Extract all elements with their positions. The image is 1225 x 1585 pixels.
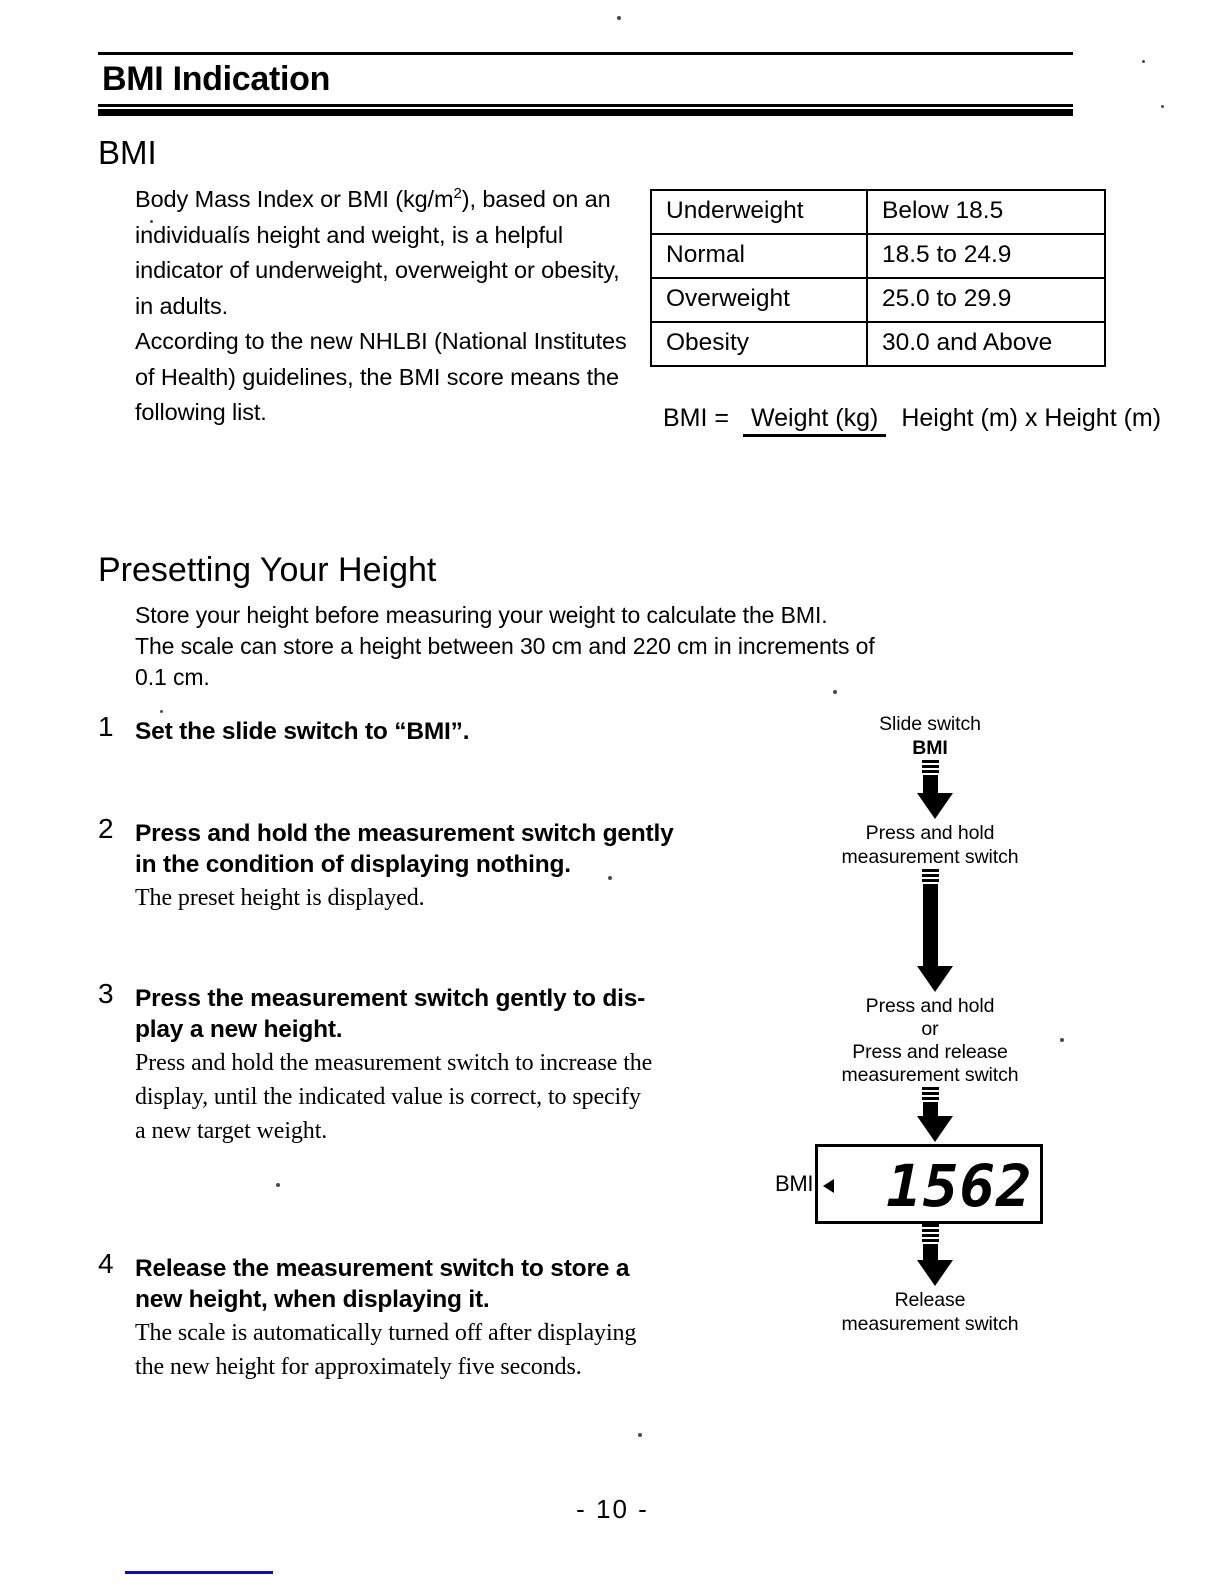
bmi-paragraph-1-rest: ), based on an individualís height and w… <box>135 186 620 319</box>
scan-speckle <box>160 710 163 713</box>
diagram-label-press-hold-or-3: Press and release <box>852 1041 1008 1063</box>
header-rule-middle <box>98 104 1073 107</box>
scan-speckle <box>617 16 621 20</box>
step-note-line: The preset height is displayed. <box>135 885 425 911</box>
step-number: 4 <box>98 1248 114 1279</box>
section-heading-presetting: Presetting Your Height <box>98 551 437 589</box>
diagram-label-press-hold-or-1: Press and hold <box>865 995 995 1017</box>
presetting-intro-line-2: The scale can store a height between 30 … <box>135 633 875 659</box>
step-bold-line: in the condition of displaying nothing. <box>135 851 571 878</box>
diagram-label-press-hold-2: measurement switch <box>841 846 1019 868</box>
step-body: Press and hold the measurement switch ge… <box>98 818 778 914</box>
down-arrow-icon <box>775 869 1085 992</box>
section-heading-bmi: BMI <box>98 134 157 171</box>
presetting-intro: Store your height before measuring your … <box>135 600 1065 693</box>
diagram-label-bmi: BMI <box>912 737 948 759</box>
presetting-intro-line-3: 0.1 cm. <box>135 664 210 690</box>
step-body: Press the measurement switch gently to d… <box>98 983 778 1147</box>
formula-fraction: Weight (kg) Height (m) x Height (m) <box>743 404 1169 437</box>
scan-artifact-blue-line <box>125 1571 273 1574</box>
scan-speckle <box>833 690 837 694</box>
diagram-label-release-2: measurement switch <box>841 1313 1019 1335</box>
lcd-bmi-indicator-label: BMI <box>775 1171 814 1196</box>
step-number: 1 <box>98 711 114 742</box>
bmi-paragraph-2: According to the new NHLBI (National Ins… <box>135 328 627 425</box>
bmi-superscript-2: 2 <box>453 185 462 203</box>
step-note-line: Press and hold the measurement switch to… <box>135 1050 653 1076</box>
bmi-paragraph-1: Body Mass Index or BMI (kg/m2), based on… <box>135 182 635 324</box>
bmi-range-cell: 18.5 to 24.9 <box>866 232 1106 279</box>
step-bold-line: Release the measurement switch to store … <box>135 1255 630 1282</box>
down-arrow-icon <box>775 760 1085 819</box>
bmi-formula: BMI = Weight (kg) Height (m) x Height (m… <box>663 404 1169 437</box>
step-bold-line: new height, when displaying it. <box>135 1286 490 1313</box>
scan-speckle <box>638 1433 642 1437</box>
header-rule-top <box>98 52 1073 55</box>
down-arrow-icon <box>775 1087 1085 1142</box>
bmi-category-cell: Obesity <box>650 320 868 367</box>
bmi-range-cell: 30.0 and Above <box>866 320 1106 367</box>
scan-speckle <box>1142 60 1145 63</box>
step-item: 2 Press and hold the measurement switch … <box>98 813 778 914</box>
lcd-bmi-pointer-icon <box>823 1179 835 1193</box>
scan-speckle <box>150 220 153 223</box>
step-note-line: a new target weight. <box>135 1118 328 1144</box>
formula-denominator: Height (m) x Height (m) <box>901 404 1162 432</box>
step-item: 3 Press the measurement switch gently to… <box>98 978 778 1147</box>
diagram-label-slide-switch: Slide switch <box>879 713 981 735</box>
scan-speckle <box>1161 105 1164 108</box>
bmi-paragraph-1-start: Body Mass Index or BMI (kg/m <box>135 186 454 212</box>
down-arrow-icon <box>775 1224 1085 1286</box>
step-bold-line: Press the measurement switch gently to d… <box>135 985 646 1012</box>
scan-speckle <box>276 1183 280 1187</box>
step-bold-line: Press and hold the measurement switch ge… <box>135 820 674 847</box>
diagram-label-press-hold-1: Press and hold <box>865 822 995 844</box>
chapter-header: BMI Indication <box>98 52 1073 116</box>
bmi-category-cell: Underweight <box>650 189 868 235</box>
step-body: Release the measurement switch to store … <box>98 1253 778 1383</box>
step-note-line: the new height for approximately five se… <box>135 1354 582 1380</box>
header-rule-bottom <box>98 109 1073 116</box>
step-bold-line: play a new height. <box>135 1016 343 1043</box>
diagram-label-press-hold-or-2: or <box>921 1018 939 1040</box>
lcd-display-row: BMI 1562 <box>775 1144 1085 1224</box>
diagram-label-release-1: Release <box>894 1289 966 1311</box>
procedure-flow-diagram: Slide switch BMI Press and hold measurem… <box>775 712 1085 1336</box>
step-item: 1 Set the slide switch to “BMI”. <box>98 711 778 747</box>
step-item: 4 Release the measurement switch to stor… <box>98 1248 778 1383</box>
step-number: 3 <box>98 978 114 1009</box>
formula-numerator: Weight (kg) <box>743 404 887 437</box>
step-note-line: display, until the indicated value is co… <box>135 1084 641 1110</box>
step-body: Set the slide switch to “BMI”. <box>98 716 778 747</box>
bmi-category-cell: Normal <box>650 232 868 279</box>
step-bold-line: Set the slide switch to “BMI”. <box>135 718 470 745</box>
page-number: - 10 - <box>576 1494 649 1524</box>
bmi-range-cell: 25.0 to 29.9 <box>866 276 1106 323</box>
presetting-intro-line-1: Store your height before measuring your … <box>135 602 828 628</box>
formula-lhs: BMI = <box>663 404 729 432</box>
scan-speckle <box>608 876 612 880</box>
bmi-category-cell: Overweight <box>650 276 868 323</box>
bmi-description: Body Mass Index or BMI (kg/m2), based on… <box>135 182 635 431</box>
lcd-height-value: 1562 <box>885 1152 1033 1220</box>
step-note-line: The scale is automatically turned off af… <box>135 1320 637 1346</box>
diagram-label-press-hold-or-4: measurement switch <box>841 1064 1019 1086</box>
scan-speckle <box>1060 1038 1064 1042</box>
lcd-display: 1562 <box>815 1144 1044 1224</box>
step-number: 2 <box>98 813 114 844</box>
page-title: BMI Indication <box>102 60 331 98</box>
bmi-range-cell: Below 18.5 <box>866 189 1106 235</box>
